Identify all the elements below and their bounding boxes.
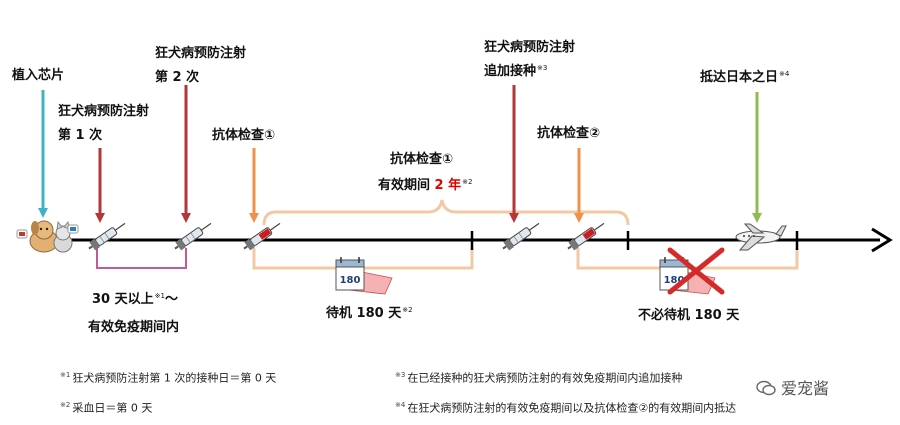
validity-duration: 2 年 — [434, 178, 462, 193]
calendar-number: 180 — [340, 275, 361, 286]
immunity-footnote-mark: ※1 — [154, 291, 165, 300]
vac1-syringe-icon — [85, 218, 129, 254]
immunity-bracket — [96, 248, 187, 269]
footnote-1-text: 狂犬病预防注射第 1 次的接种日＝第 0 天 — [72, 371, 277, 385]
booster-text: 追加接种 — [484, 64, 537, 79]
timeline-arrowhead — [871, 227, 893, 253]
immunity-tilde: ～ — [164, 292, 178, 307]
test2-label: 抗体检查② — [537, 126, 601, 141]
immunity-label-line2: 有效免疫期间内 — [88, 320, 180, 335]
wait-text: 待机 180 天 — [326, 306, 402, 321]
footnote-2-text: 采血日＝第 0 天 — [72, 401, 153, 415]
validity-bracket — [262, 199, 630, 226]
chat-icon — [756, 380, 776, 396]
calendar-icon: 180 — [335, 257, 393, 295]
booster-label-line1: 狂犬病预防注射 — [484, 40, 576, 55]
arrival-footnote-mark: ※4 — [779, 69, 790, 78]
footnote-4-text: 在狂犬病预防注射的有效免疫期间以及抗体检查②的有效期间内抵达 — [407, 401, 737, 415]
validity-footnote-mark: ※2 — [462, 177, 473, 186]
footnote-3-text: 在已经接种的狂犬病预防注射的有效免疫期间内追加接种 — [407, 371, 683, 385]
immunity-text: 30 天以上 — [92, 292, 154, 307]
vac2-label-line2: 第 2 次 — [155, 70, 200, 85]
test1-label: 抗体检查① — [212, 128, 276, 143]
watermark: 爱宠酱 — [756, 375, 829, 399]
no-wait-label: 不必待机 180 天 — [638, 308, 740, 323]
arrival-label: 抵达日本之日※4 — [700, 70, 789, 86]
booster-footnote-mark: ※3 — [537, 63, 548, 72]
watermark-text: 爱宠酱 — [781, 379, 830, 398]
airplane-icon — [735, 223, 787, 251]
vac2-label-line1: 狂犬病预防注射 — [155, 46, 247, 61]
calendar-number-2: 180 — [664, 275, 685, 286]
footnote-3-mark: ※3 — [395, 371, 406, 379]
validity-label-line1: 抗体检查① — [390, 152, 454, 167]
footnote-1-mark: ※1 — [60, 371, 71, 379]
wait-label: 待机 180 天※2 — [326, 306, 413, 322]
immunity-label-line1: 30 天以上※1～ — [92, 292, 178, 308]
vac2-syringe-icon — [171, 218, 215, 254]
arrival-text: 抵达日本之日 — [700, 70, 779, 85]
booster-label-line2: 追加接种※3 — [484, 64, 547, 80]
cross-icon — [667, 247, 725, 295]
chip-label: 植入芯片 — [12, 68, 65, 83]
footnote-2-mark: ※2 — [60, 401, 71, 409]
test2-blood-syringe-icon — [564, 218, 608, 254]
validity-text: 有效期间 — [378, 178, 435, 193]
booster-syringe-icon — [499, 218, 543, 254]
vac1-label-line1: 狂犬病预防注射 — [58, 104, 150, 119]
validity-label-line2: 有效期间 2 年※2 — [378, 178, 472, 194]
vac1-label-line2: 第 1 次 — [58, 128, 103, 143]
test1-blood-syringe-icon — [240, 218, 284, 254]
footnote-4-mark: ※4 — [395, 401, 406, 409]
wait-footnote-mark: ※2 — [402, 305, 413, 314]
pets-icon — [16, 220, 79, 253]
